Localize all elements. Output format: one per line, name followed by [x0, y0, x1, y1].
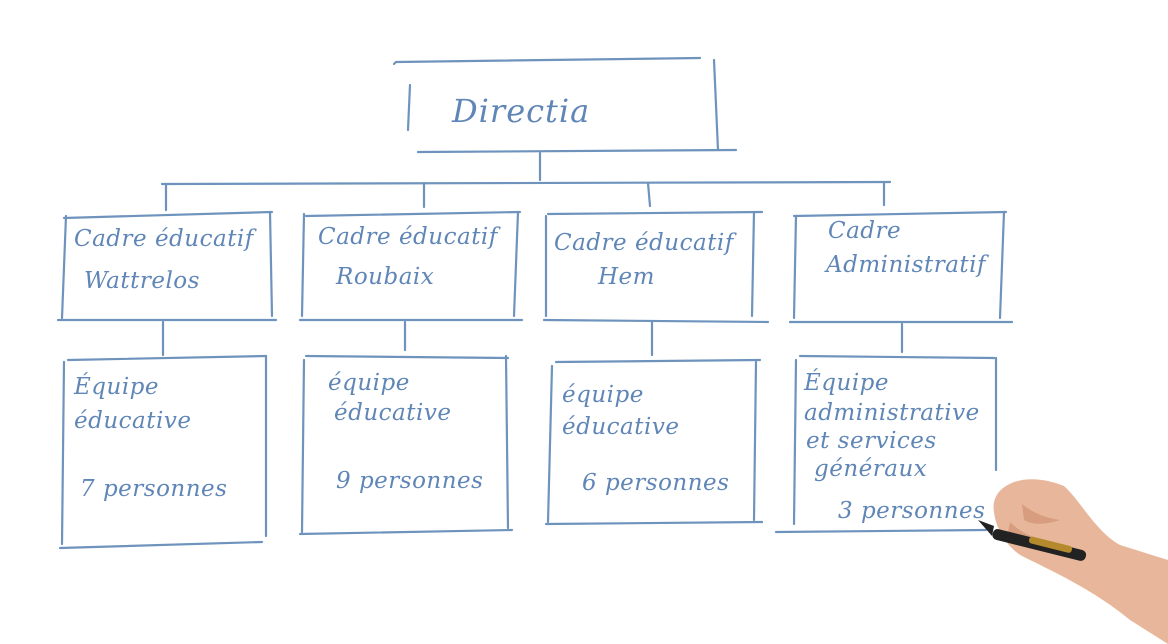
team-line: généraux: [814, 456, 927, 482]
hand-holding-pen-icon: [978, 479, 1168, 644]
manager-line2: Hem: [597, 264, 655, 290]
manager-line1: Cadre: [828, 218, 901, 244]
team-count: 9 personnes: [336, 468, 483, 494]
team-count: 7 personnes: [80, 476, 227, 502]
team-node-administratif: Équipe administrative et services généra…: [774, 354, 998, 534]
manager-node-administratif: Cadre Administratif: [788, 210, 1014, 324]
team-line: éducative: [74, 408, 191, 434]
team-line: éducative: [334, 400, 451, 426]
manager-node-roubaix: Cadre éducatif Roubaix: [298, 210, 524, 322]
team-node-wattrelos: Équipe éducative 7 personnes: [58, 354, 268, 550]
manager-node-wattrelos: Cadre éducatif Wattrelos: [56, 210, 278, 322]
manager-line2: Wattrelos: [84, 268, 200, 294]
team-count: 3 personnes: [838, 498, 985, 524]
manager-line1: Cadre éducatif: [554, 230, 737, 256]
root-label: Directia: [451, 92, 590, 130]
manager-line2: Administratif: [824, 252, 989, 278]
manager-line2: Roubaix: [335, 264, 434, 290]
team-node-roubaix: équipe éducative 9 personnes: [298, 354, 514, 536]
team-line: Équipe: [803, 369, 889, 396]
team-line: éducative: [562, 414, 679, 440]
manager-line1: Cadre éducatif: [318, 224, 501, 250]
team-line: Équipe: [73, 373, 159, 400]
manager-line1: Cadre éducatif: [74, 226, 257, 252]
team-count: 6 personnes: [582, 470, 729, 496]
team-line: administrative: [804, 400, 980, 426]
manager-node-hem: Cadre éducatif Hem: [542, 210, 770, 324]
connectors: [160, 151, 904, 357]
team-line: et services: [806, 428, 937, 454]
team-line: équipe: [562, 382, 644, 408]
team-node-hem: équipe éducative 6 personnes: [544, 358, 764, 526]
team-line: équipe: [328, 370, 410, 396]
root-node: Directia: [392, 56, 738, 154]
